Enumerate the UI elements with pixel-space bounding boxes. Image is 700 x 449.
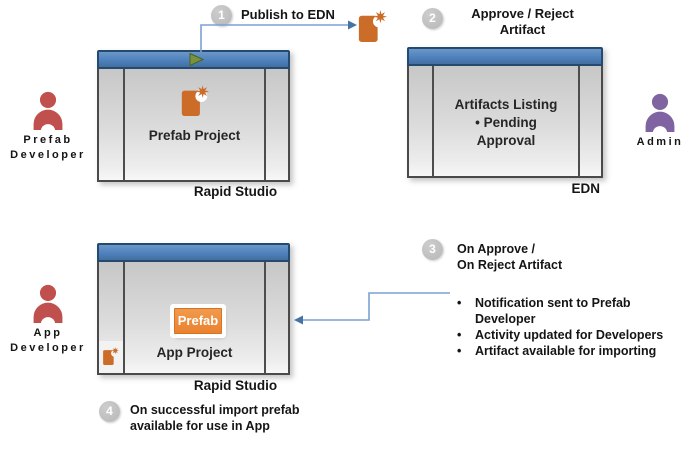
window-rapid-studio-prefab: Prefab Project xyxy=(97,50,290,182)
step-4-line1: On successful import prefab xyxy=(130,403,300,417)
step-4-line2: available for use in App xyxy=(130,419,270,433)
actor-prefab-developer: Prefab Developer xyxy=(0,91,96,163)
step-1-badge: 1 xyxy=(211,5,232,26)
bullet-marker: • xyxy=(457,296,462,310)
window-titlebar xyxy=(407,47,603,66)
bullet-item: • Notification sent to Prefab Developer xyxy=(457,295,664,327)
step-3-bullets: • Notification sent to Prefab Developer … xyxy=(457,295,664,359)
step-2-label: Approve / Reject Artifact xyxy=(455,6,590,38)
artifacts-listing-text: Artifacts Listing • Pending Approval xyxy=(434,96,578,150)
pane-divider xyxy=(432,66,434,176)
published-artifact-icon xyxy=(358,10,387,42)
bullet-item: • Activity updated for Developers xyxy=(457,327,664,343)
project-label: Prefab Project xyxy=(148,128,241,143)
step-4-label: On successful import prefab available fo… xyxy=(130,402,330,434)
step-2-badge: 2 xyxy=(422,8,443,29)
project-label: App Project xyxy=(156,345,233,360)
window-titlebar xyxy=(97,50,290,69)
pane-divider xyxy=(264,69,266,180)
window-body: Artifacts Listing • Pending Approval xyxy=(407,66,603,178)
actor-label: Admin xyxy=(636,136,684,148)
play-icon xyxy=(189,53,204,66)
window-caption: EDN xyxy=(571,181,600,196)
actor-label: Developer xyxy=(10,149,86,161)
window-caption: Rapid Studio xyxy=(193,378,278,393)
notify-connector-line xyxy=(302,292,450,321)
actor-admin: Admin xyxy=(612,93,700,150)
pane-divider xyxy=(123,69,125,180)
notify-arrowhead-icon xyxy=(294,315,303,325)
listing-line: • Pending xyxy=(475,115,537,130)
step-3-line2: On Reject Artifact xyxy=(457,258,563,272)
step-2-line1: Approve / Reject xyxy=(471,6,574,21)
small-artifact-document-icon xyxy=(103,347,119,365)
publish-connector-line xyxy=(200,24,349,52)
actor-label: Developer xyxy=(10,342,86,354)
bullet-text: Activity updated for Developers xyxy=(475,328,664,342)
pane-divider xyxy=(123,262,125,373)
window-titlebar xyxy=(97,243,290,262)
step-3-badge: 3 xyxy=(422,239,443,260)
step-3-label: On Approve / On Reject Artifact xyxy=(457,241,657,273)
publish-arrowhead-icon xyxy=(348,20,357,30)
bullet-text: Notification sent to Prefab Developer xyxy=(475,296,631,326)
bullet-item: • Artifact available for importing xyxy=(457,343,664,359)
step-3-line1: On Approve / xyxy=(457,242,536,256)
actor-label: Prefab xyxy=(23,134,73,146)
pane-divider xyxy=(578,66,580,176)
listing-line: Approval xyxy=(476,133,536,148)
step-2-line2: Artifact xyxy=(499,22,546,37)
step-1-label: Publish to EDN xyxy=(241,7,335,22)
prefab-button: Prefab xyxy=(174,308,222,334)
window-rapid-studio-app: Prefab App Project xyxy=(97,243,290,375)
sidebar-panel xyxy=(99,341,123,373)
window-edn: Artifacts Listing • Pending Approval xyxy=(407,47,603,178)
actor-label: App xyxy=(33,327,63,339)
bullet-marker: • xyxy=(457,344,462,358)
artifact-document-icon xyxy=(181,85,209,116)
window-caption: Rapid Studio xyxy=(193,184,278,199)
person-icon xyxy=(33,91,63,130)
person-icon xyxy=(645,93,675,132)
bullet-marker: • xyxy=(457,328,462,342)
bullet-text: Artifact available for importing xyxy=(475,344,657,358)
listing-line: Artifacts Listing xyxy=(454,97,558,112)
pane-divider xyxy=(264,262,266,373)
actor-app-developer: App Developer xyxy=(0,284,96,356)
person-icon xyxy=(33,284,63,323)
window-body: Prefab Project xyxy=(97,69,290,182)
window-body: Prefab App Project xyxy=(97,262,290,375)
step-4-badge: 4 xyxy=(99,401,120,422)
